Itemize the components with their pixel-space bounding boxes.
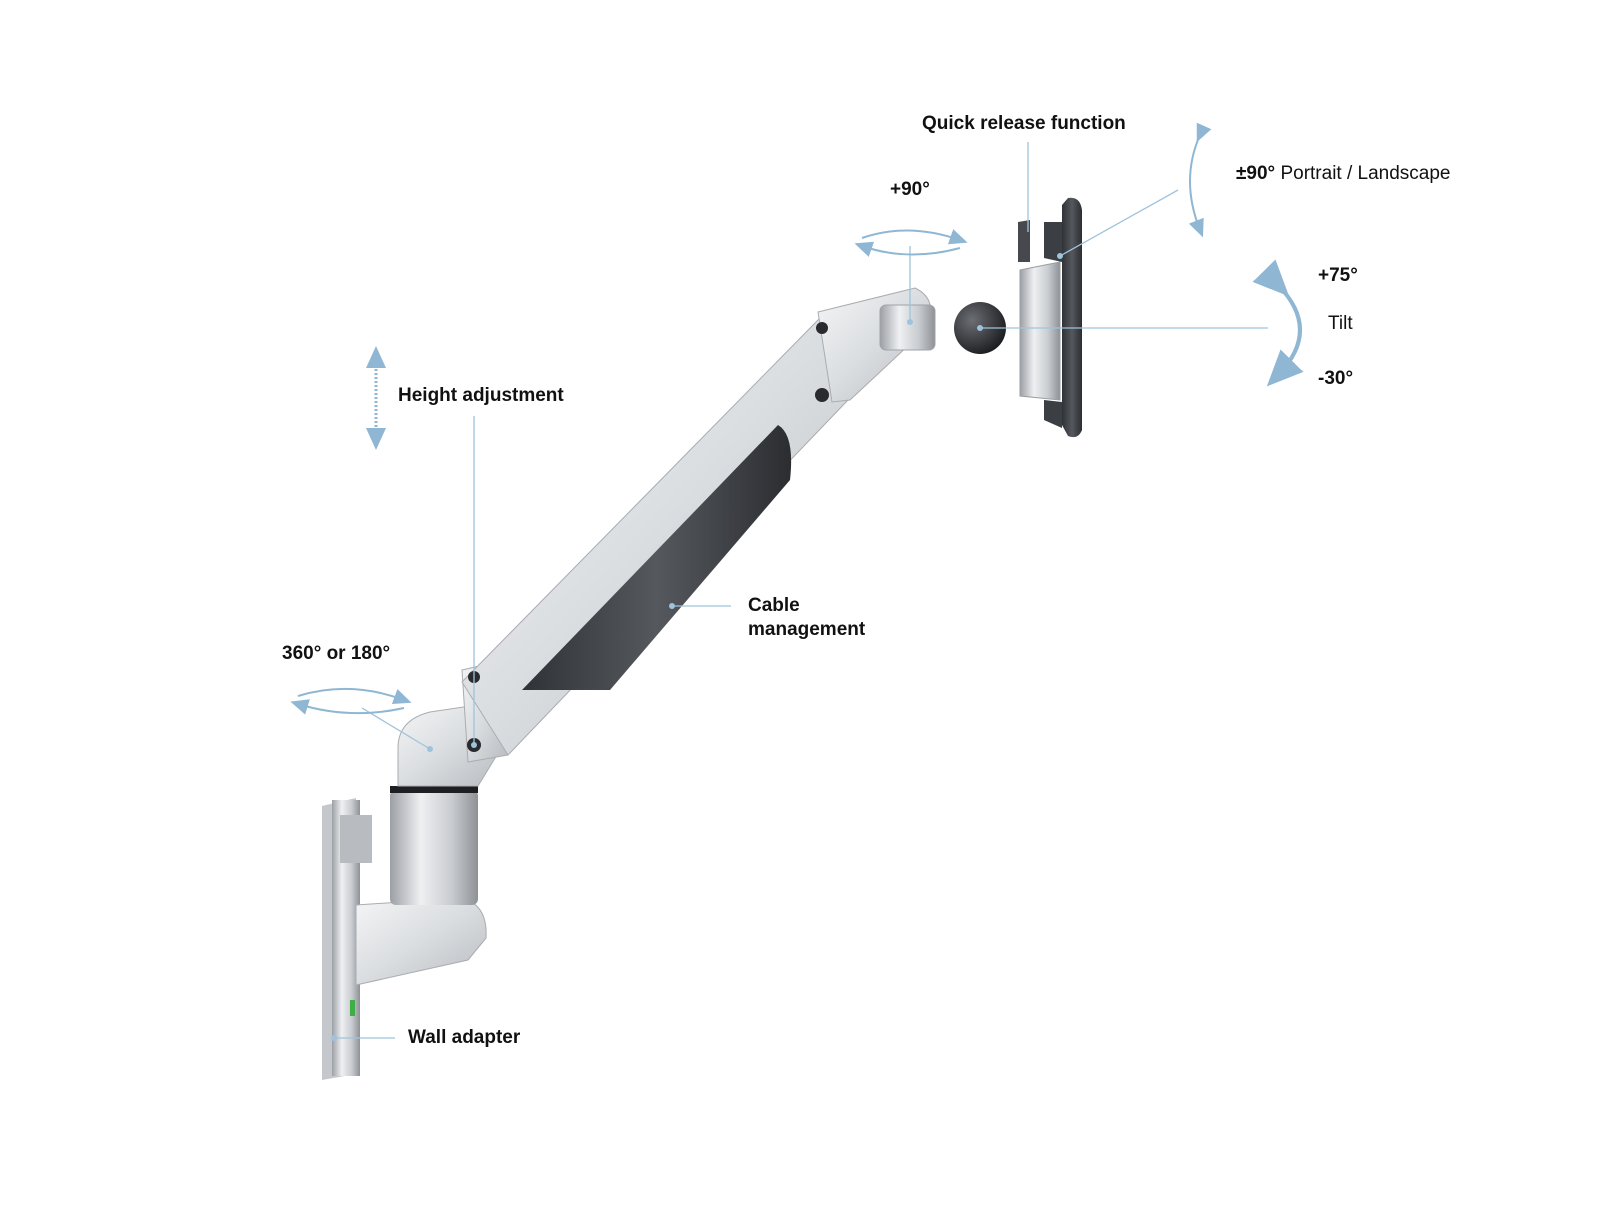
rotation-value: ±90° [1236, 163, 1276, 184]
base-rotation-label: 360° or 180° [282, 643, 391, 664]
height-adjustment-label: Height adjustment [398, 385, 564, 406]
wall-bracket [355, 897, 487, 986]
cable-management-label-line1: Cable [748, 595, 800, 616]
rotation-label: ±90° Portrait / Landscape [1236, 162, 1451, 186]
tilt-up-label: +75° [1318, 265, 1358, 286]
head-swivel-label: +90° [890, 179, 930, 200]
leader-lines [334, 142, 1268, 1039]
quick-release-label: Quick release function [922, 113, 1126, 134]
vesa-plate [1018, 197, 1082, 438]
cable-cover [522, 425, 792, 690]
head-swivel [879, 304, 936, 351]
tilt-down-label: -30° [1318, 368, 1354, 389]
height-arrow-icon [366, 346, 386, 450]
base-rotation-arrow-icon [290, 687, 412, 715]
head-swivel-arrow-icon [854, 229, 968, 257]
wall-adapter-label: Wall adapter [408, 1027, 521, 1048]
tilt-label: Tilt [1328, 313, 1353, 334]
leader-dots [331, 253, 1063, 1041]
tilt-arrow-icon [1252, 259, 1304, 387]
rotation-text: Portrait / Landscape [1280, 163, 1451, 184]
rotation-arrow-icon [1188, 122, 1212, 238]
head-bracket [1019, 261, 1061, 401]
wall-plate [322, 798, 372, 1080]
level-indicator [350, 1000, 355, 1016]
cable-management-label-line2: management [748, 619, 866, 640]
